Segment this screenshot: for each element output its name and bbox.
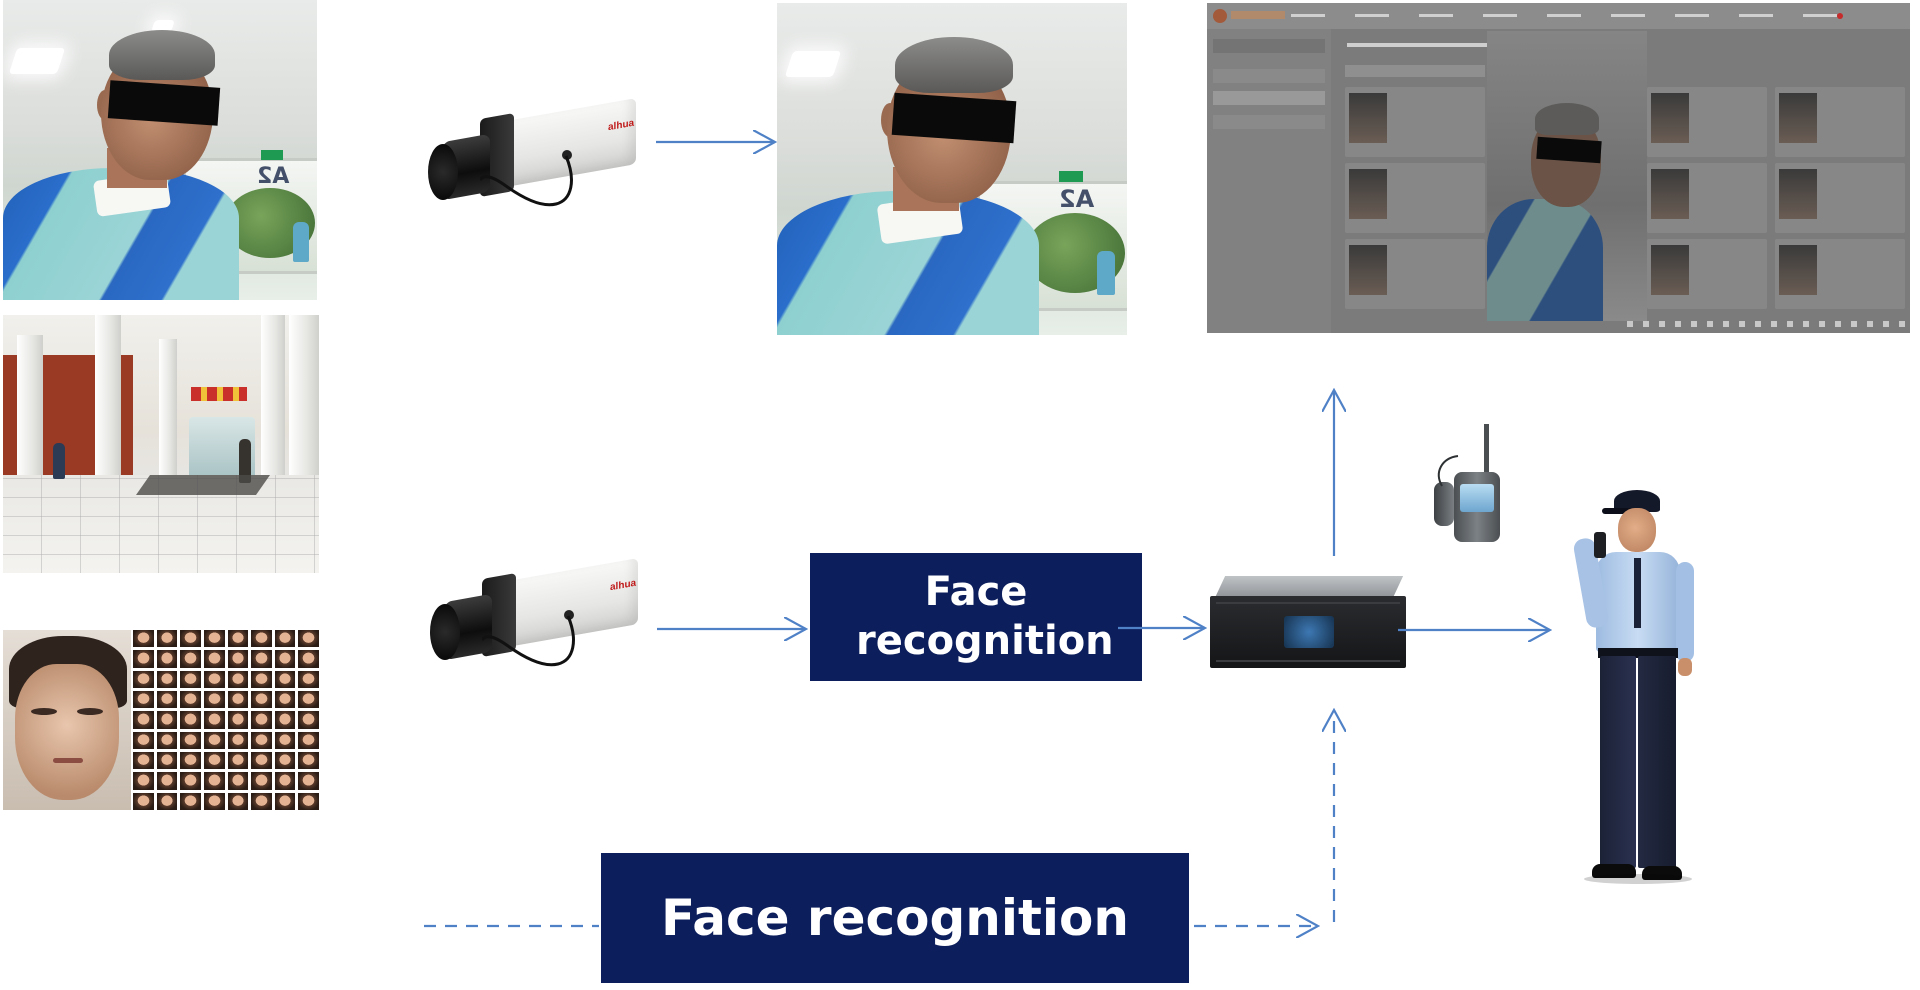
radio-device bbox=[1432, 424, 1502, 554]
lobby-photo bbox=[3, 315, 319, 573]
face-recognition-label: Face recognition bbox=[856, 569, 1114, 664]
captured-frame-photo: A2 bbox=[777, 3, 1127, 335]
face-recognition-box-bottom: Face recognition bbox=[601, 853, 1189, 983]
server-nvr bbox=[1206, 576, 1412, 672]
camera-top: alhua bbox=[420, 80, 650, 240]
security-guard bbox=[1562, 482, 1712, 892]
entrance-person-photo: A2 bbox=[3, 0, 317, 300]
face-thumbnail-grid bbox=[133, 630, 319, 810]
face-database-photo bbox=[3, 630, 319, 810]
camera-middle: alhua bbox=[422, 540, 652, 700]
face-recognition-box-top: Face recognition bbox=[810, 553, 1142, 681]
face-recognition-label-2: Face recognition bbox=[661, 888, 1129, 947]
monitoring-software-screenshot bbox=[1207, 3, 1910, 333]
